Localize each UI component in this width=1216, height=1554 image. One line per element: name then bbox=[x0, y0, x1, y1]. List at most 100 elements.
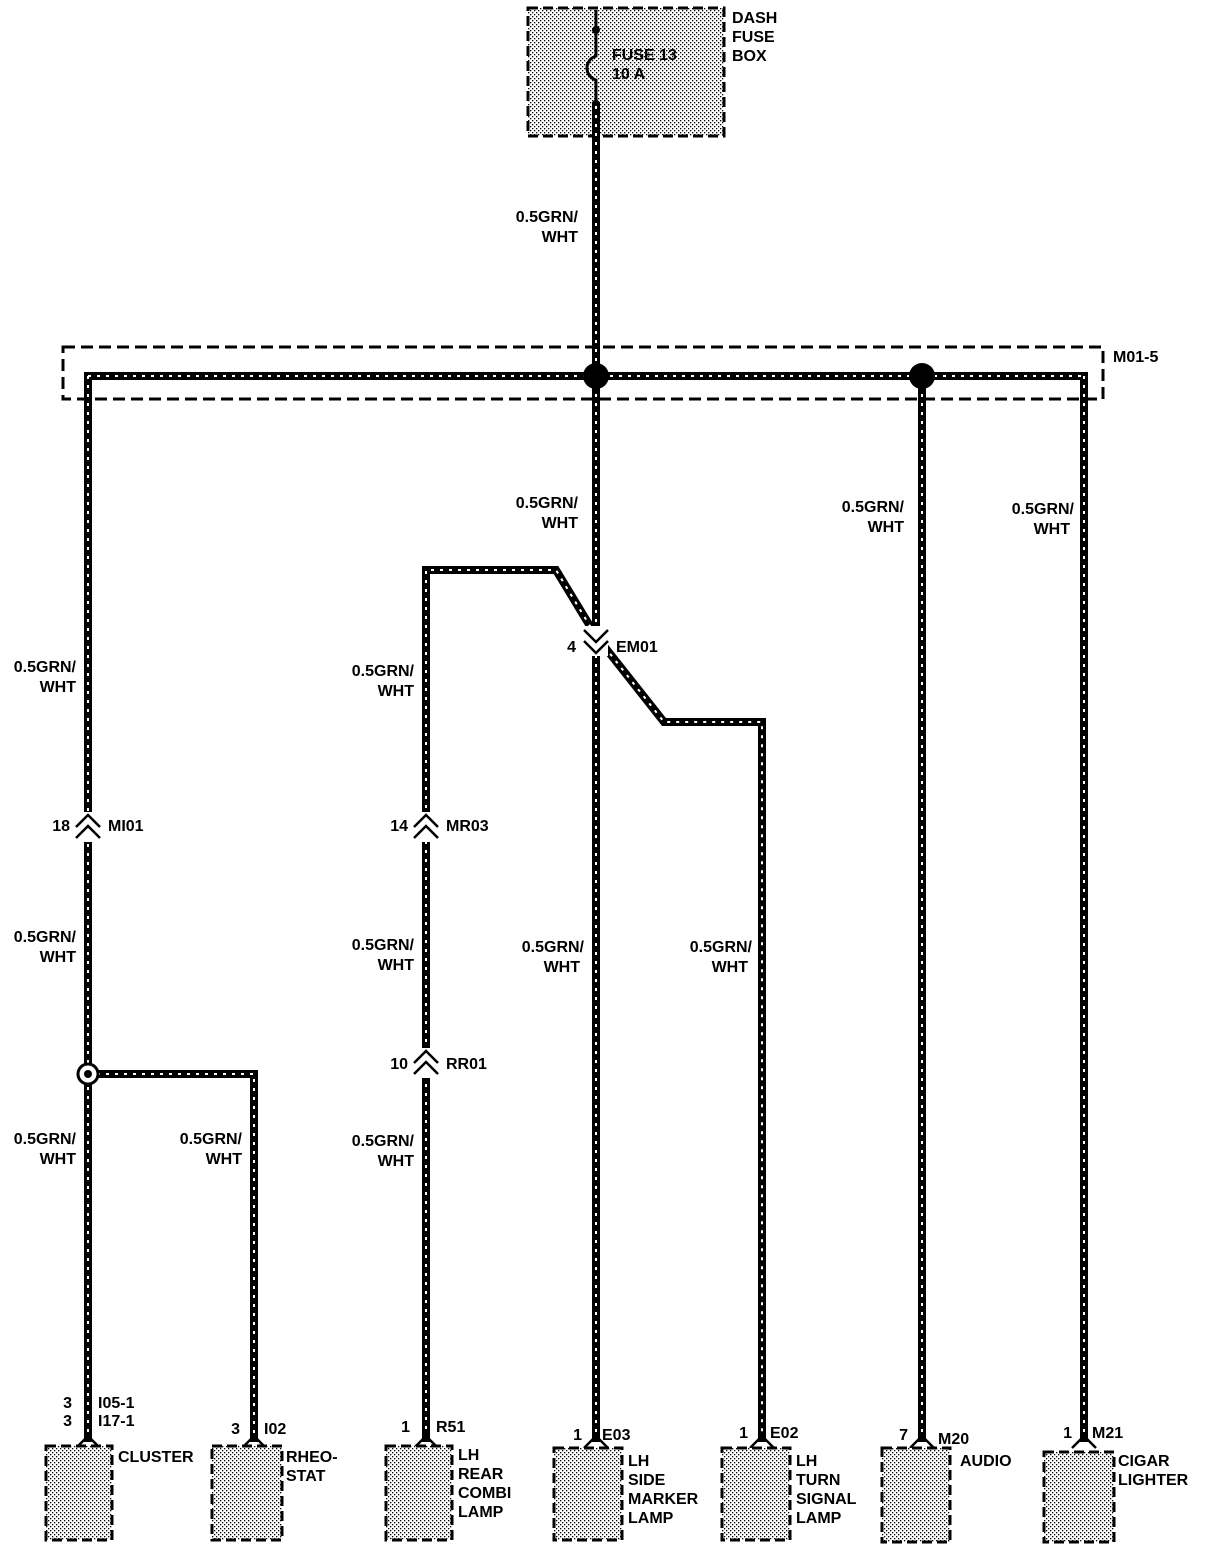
svg-text:3: 3 bbox=[231, 1421, 240, 1438]
wire-label-turn-signal: 0.5GRN/ WHT bbox=[690, 939, 753, 976]
connector-rr01-icon bbox=[413, 1048, 439, 1078]
svg-text:MARKER: MARKER bbox=[628, 1491, 699, 1508]
harness-connector-label: M01-5 bbox=[1113, 349, 1158, 366]
fuse-box-label-2: FUSE bbox=[732, 29, 775, 46]
svg-text:1: 1 bbox=[1063, 1425, 1072, 1442]
wire-label-audio: 0.5GRN/ WHT bbox=[842, 499, 905, 536]
fuse-box-label-3: BOX bbox=[732, 48, 767, 65]
svg-text:R51: R51 bbox=[436, 1419, 465, 1436]
fuse-box-label-1: DASH bbox=[732, 10, 777, 27]
connector-mi01-icon bbox=[75, 812, 101, 842]
svg-text:0.5GRN/: 0.5GRN/ bbox=[14, 1131, 77, 1148]
svg-text:M20: M20 bbox=[938, 1431, 969, 1448]
svg-text:0.5GRN/: 0.5GRN/ bbox=[352, 937, 415, 954]
label-rear-combi: 1 R51 LH REAR COMBI LAMP bbox=[401, 1419, 511, 1521]
svg-text:0.5GRN/: 0.5GRN/ bbox=[516, 495, 579, 512]
wire-label-rear-lower: 0.5GRN/ WHT bbox=[352, 1133, 415, 1170]
splice-main bbox=[583, 363, 609, 389]
svg-text:WHT: WHT bbox=[40, 1151, 77, 1168]
harness-m01-5-outline bbox=[61, 345, 1105, 401]
svg-text:LAMP: LAMP bbox=[628, 1510, 674, 1527]
mr03-pin: 14 bbox=[390, 818, 408, 835]
svg-text:LIGHTER: LIGHTER bbox=[1118, 1472, 1189, 1489]
terminal-rheostat-icon bbox=[241, 1434, 267, 1449]
wire-label-main-drop: 0.5GRN/ WHT bbox=[516, 495, 579, 532]
component-cluster-box bbox=[44, 1444, 114, 1542]
terminal-turn-signal-icon bbox=[749, 1434, 775, 1449]
svg-text:CLUSTER: CLUSTER bbox=[118, 1449, 194, 1466]
component-rheostat-box bbox=[210, 1444, 284, 1542]
svg-text:WHT: WHT bbox=[40, 949, 77, 966]
fuse-name: FUSE 13 bbox=[612, 47, 677, 64]
em01-pin: 4 bbox=[567, 639, 576, 656]
splice-audio bbox=[909, 363, 935, 389]
svg-text:WHT: WHT bbox=[378, 683, 415, 700]
svg-text:WHT: WHT bbox=[378, 957, 415, 974]
svg-text:REAR: REAR bbox=[458, 1466, 504, 1483]
wire-label-rheostat: 0.5GRN/ WHT bbox=[180, 1131, 243, 1168]
svg-text:WHT: WHT bbox=[542, 515, 579, 532]
svg-text:WHT: WHT bbox=[712, 959, 749, 976]
wire-label-cluster-mid: 0.5GRN/ WHT bbox=[14, 929, 77, 966]
label-rheostat: 3 I02 RHEO- STAT bbox=[231, 1421, 337, 1485]
svg-text:LH: LH bbox=[628, 1453, 649, 1470]
svg-text:0.5GRN/: 0.5GRN/ bbox=[842, 499, 905, 516]
label-turn-signal: 1 E02 LH TURN SIGNAL LAMP bbox=[739, 1425, 857, 1527]
svg-text:WHT: WHT bbox=[544, 959, 581, 976]
wire-label-rear-mid: 0.5GRN/ WHT bbox=[352, 937, 415, 974]
svg-text:0.5GRN/: 0.5GRN/ bbox=[180, 1131, 243, 1148]
svg-text:COMBI: COMBI bbox=[458, 1485, 511, 1502]
svg-text:LH: LH bbox=[796, 1453, 817, 1470]
mi01-name: MI01 bbox=[108, 818, 144, 835]
svg-text:WHT: WHT bbox=[868, 519, 905, 536]
svg-text:I02: I02 bbox=[264, 1421, 286, 1438]
em01-name: EM01 bbox=[616, 639, 658, 656]
wire-label-fuse: 0.5GRN/ WHT bbox=[516, 209, 579, 246]
component-cigar-box bbox=[1042, 1450, 1116, 1544]
component-side-marker-box bbox=[552, 1446, 624, 1542]
label-side-marker: 1 E03 LH SIDE MARKER LAMP bbox=[573, 1427, 699, 1527]
label-audio: 7 M20 AUDIO bbox=[899, 1427, 1011, 1470]
svg-text:0.5GRN/: 0.5GRN/ bbox=[1012, 501, 1075, 518]
svg-text:0.5GRN/: 0.5GRN/ bbox=[14, 659, 77, 676]
svg-text:3: 3 bbox=[63, 1395, 72, 1412]
wires bbox=[84, 102, 1088, 1442]
svg-text:LH: LH bbox=[458, 1447, 479, 1464]
fuse-rating: 10 A bbox=[612, 66, 646, 83]
label-cigar-lighter: 1 M21 CIGAR LIGHTER bbox=[1063, 1425, 1189, 1489]
svg-text:SIGNAL: SIGNAL bbox=[796, 1491, 857, 1508]
svg-text:RHEO-: RHEO- bbox=[286, 1449, 338, 1466]
svg-text:3: 3 bbox=[63, 1413, 72, 1430]
mr03-name: MR03 bbox=[446, 818, 489, 835]
svg-text:0.5GRN/: 0.5GRN/ bbox=[690, 939, 753, 956]
svg-text:0.5GRN/: 0.5GRN/ bbox=[522, 939, 585, 956]
svg-text:SIDE: SIDE bbox=[628, 1472, 666, 1489]
svg-text:STAT: STAT bbox=[286, 1468, 326, 1485]
svg-text:I05-1: I05-1 bbox=[98, 1395, 135, 1412]
svg-text:E03: E03 bbox=[602, 1427, 631, 1444]
svg-text:7: 7 bbox=[899, 1427, 908, 1444]
terminal-cluster-icon bbox=[75, 1434, 101, 1449]
label-cluster: 3 3 I05-1 I17-1 CLUSTER bbox=[63, 1395, 194, 1466]
dash-fuse-box bbox=[526, 6, 726, 138]
terminal-rear-combi-icon bbox=[413, 1434, 439, 1449]
rr01-pin: 10 bbox=[390, 1056, 408, 1073]
svg-text:LAMP: LAMP bbox=[458, 1504, 504, 1521]
svg-text:E02: E02 bbox=[770, 1425, 799, 1442]
terminal-side-marker-icon bbox=[583, 1434, 609, 1449]
svg-text:I17-1: I17-1 bbox=[98, 1413, 135, 1430]
svg-text:WHT: WHT bbox=[1034, 521, 1071, 538]
wire-label-cigar: 0.5GRN/ WHT bbox=[1012, 501, 1075, 538]
splice-cluster-dot bbox=[84, 1070, 92, 1078]
svg-text:AUDIO: AUDIO bbox=[960, 1453, 1012, 1470]
svg-text:M21: M21 bbox=[1092, 1425, 1123, 1442]
connector-mr03-icon bbox=[413, 812, 439, 842]
wire-label-cluster-lower: 0.5GRN/ WHT bbox=[14, 1131, 77, 1168]
component-rear-combi-box bbox=[384, 1444, 454, 1542]
svg-text:WHT: WHT bbox=[542, 229, 579, 246]
svg-text:1: 1 bbox=[739, 1425, 748, 1442]
wire-label-cluster-upper: 0.5GRN/ WHT bbox=[14, 659, 77, 696]
svg-text:0.5GRN/: 0.5GRN/ bbox=[516, 209, 579, 226]
svg-text:0.5GRN/: 0.5GRN/ bbox=[352, 663, 415, 680]
